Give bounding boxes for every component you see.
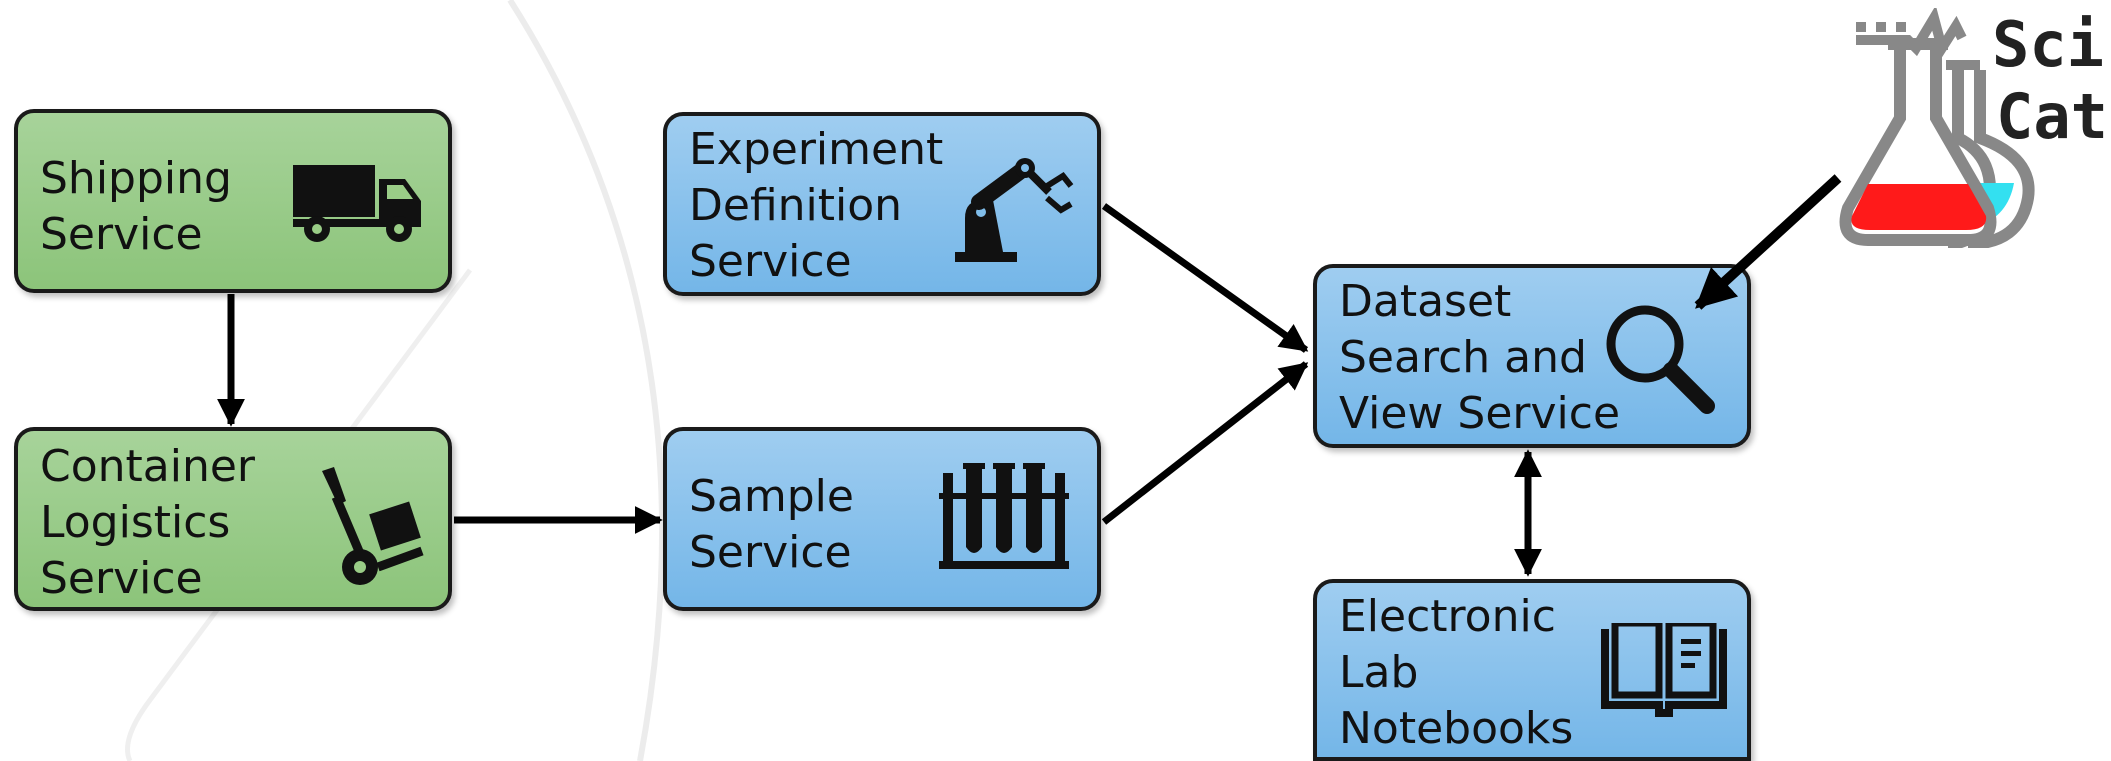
dataset-search-service-label: Dataset Search and View Service bbox=[1339, 276, 1621, 439]
container-logistics-service-box: Container Logistics Service bbox=[14, 427, 452, 611]
experiment-definition-service-box: Experiment Definition Service bbox=[663, 112, 1101, 296]
robot-arm-icon bbox=[955, 158, 1074, 262]
shipping-service-box: Shipping Service bbox=[14, 109, 452, 293]
sample-service-box: Sample Service bbox=[663, 427, 1101, 611]
electronic-lab-notebooks-box: Electronic Lab Notebooks bbox=[1313, 579, 1751, 761]
container-logistics-service-label: Container Logistics Service bbox=[40, 441, 256, 604]
notebook-icon bbox=[1601, 623, 1727, 717]
scicat-logo-cat: Cat bbox=[1996, 80, 2108, 153]
test-tubes-icon bbox=[939, 463, 1069, 569]
sample-service-label: Sample Service bbox=[689, 471, 854, 578]
hand-truck-icon bbox=[322, 467, 424, 585]
magnifier-icon bbox=[1606, 305, 1715, 414]
shipping-service-label: Shipping Service bbox=[40, 153, 232, 260]
arrow-sample-to-dataset bbox=[1101, 361, 1309, 525]
arrow-logo-to-dataset bbox=[1694, 174, 1842, 310]
truck-icon bbox=[293, 165, 421, 242]
electronic-lab-notebooks-label: Electronic Lab Notebooks bbox=[1339, 591, 1574, 754]
dataset-search-service-box: Dataset Search and View Service bbox=[1313, 264, 1751, 448]
flasks-icon bbox=[1839, 8, 2035, 248]
arrow-experiment-to-dataset bbox=[1101, 203, 1309, 353]
scicat-logo-sci: Sci bbox=[1992, 8, 2104, 81]
experiment-definition-service-label: Experiment Definition Service bbox=[689, 124, 944, 287]
